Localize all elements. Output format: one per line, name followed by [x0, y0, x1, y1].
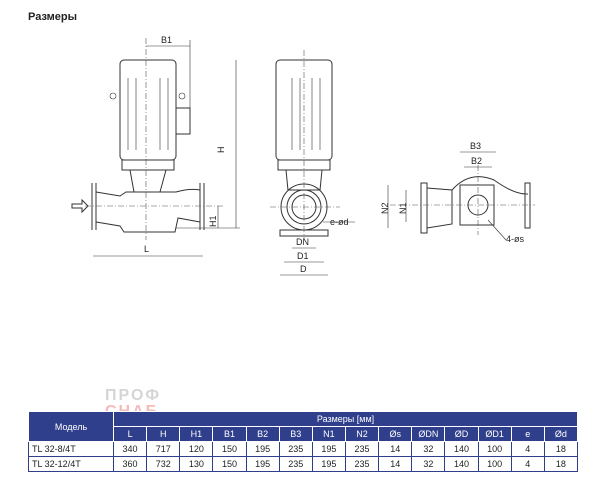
dim-ed-label: e-ød: [330, 217, 349, 227]
dim-b3-label: B3: [470, 141, 481, 151]
value-cell: 130: [179, 456, 214, 472]
column-header: H: [146, 426, 181, 442]
dim-n2-label: N2: [380, 202, 390, 214]
model-cell: TL 32-12/4T: [28, 456, 114, 472]
value-cell: 195: [311, 441, 346, 457]
column-header: ØD: [444, 426, 479, 442]
dim-n1-label: N1: [398, 202, 408, 214]
column-header: Øs: [378, 426, 413, 442]
section-title: Размеры: [28, 11, 78, 23]
value-cell: 340: [112, 441, 148, 457]
dim-l-label: L: [144, 244, 149, 254]
dim-h1-label: H1: [208, 215, 218, 227]
column-header: B3: [278, 426, 313, 442]
value-cell: 4: [510, 441, 545, 457]
value-cell: 32: [411, 456, 446, 472]
dim-b2-label: B2: [471, 156, 482, 166]
model-header: Модель: [28, 411, 114, 442]
column-header: ØDN: [411, 426, 446, 442]
value-cell: 100: [477, 456, 512, 472]
column-header: L: [112, 426, 148, 442]
value-cell: 150: [212, 441, 247, 457]
dim-dn-label: DN: [296, 237, 309, 247]
value-cell: 150: [212, 456, 247, 472]
column-header: N1: [311, 426, 346, 442]
value-cell: 732: [146, 456, 181, 472]
column-header: ØD1: [477, 426, 512, 442]
dim-s-label: 4-øs: [506, 234, 525, 244]
value-cell: 18: [543, 456, 579, 472]
group-header: Размеры [мм]: [113, 411, 578, 427]
dim-d1-label: D1: [297, 251, 309, 261]
pump-front-view: e-ød DN D1 D: [270, 50, 355, 276]
value-cell: 18: [543, 441, 579, 457]
value-cell: 360: [112, 456, 148, 472]
value-cell: 235: [344, 456, 380, 472]
column-header: N2: [344, 426, 380, 442]
value-cell: 32: [411, 441, 446, 457]
dim-d-label: D: [300, 264, 307, 274]
value-cell: 235: [278, 456, 313, 472]
value-cell: 14: [378, 456, 413, 472]
column-header: B1: [212, 426, 247, 442]
value-cell: 140: [444, 456, 479, 472]
value-cell: 195: [245, 441, 280, 457]
column-header: Ød: [543, 426, 579, 442]
column-header: B2: [245, 426, 280, 442]
pump-side-view: B1 H H1 L: [71, 35, 240, 257]
pump-top-view: B3 B2 N2 N1 4-øs: [380, 141, 535, 244]
value-cell: 120: [179, 441, 214, 457]
value-cell: 100: [477, 441, 512, 457]
value-cell: 4: [510, 456, 545, 472]
column-header: H1: [179, 426, 214, 442]
value-cell: 235: [278, 441, 313, 457]
value-cell: 195: [311, 456, 346, 472]
value-cell: 717: [146, 441, 181, 457]
model-cell: TL 32-8/4T: [28, 441, 114, 457]
value-cell: 195: [245, 456, 280, 472]
value-cell: 235: [344, 441, 380, 457]
column-header: e: [510, 426, 545, 442]
value-cell: 140: [444, 441, 479, 457]
value-cell: 14: [378, 441, 413, 457]
dim-b1-label: B1: [161, 35, 172, 45]
pump-dimension-drawing: B1 H H1 L e-ød DN D1 D: [71, 35, 535, 276]
dim-h-label: H: [216, 147, 226, 154]
